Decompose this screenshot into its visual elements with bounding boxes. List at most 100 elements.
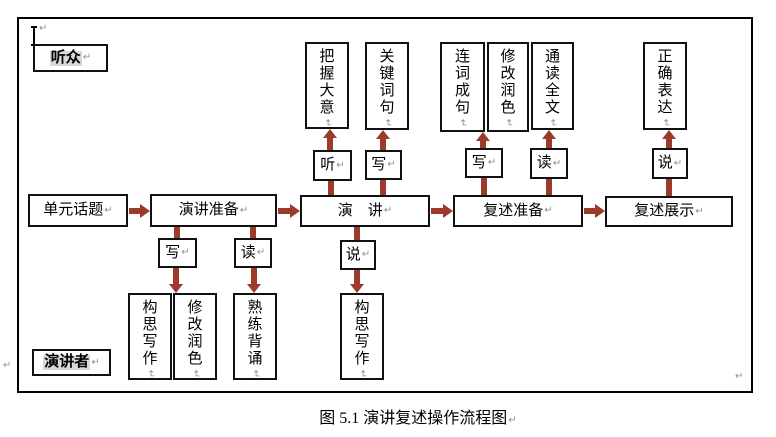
paragraph-mark-icon: ↵ bbox=[39, 23, 48, 34]
flow-arrow-up bbox=[542, 130, 556, 148]
node-speak-speech[interactable]: 说↵ bbox=[340, 240, 376, 270]
node-label: 把握大意 bbox=[319, 49, 335, 116]
node-recite[interactable]: 熟练背诵 ↵ bbox=[233, 293, 277, 380]
paragraph-mark-icon: ↵ bbox=[239, 204, 249, 216]
node-label: 熟练背诵 bbox=[247, 300, 263, 367]
node-write-listener[interactable]: 写↵ bbox=[365, 150, 402, 180]
node-label: 连词成句 bbox=[454, 49, 470, 116]
node-label: 构思写作 bbox=[142, 300, 158, 367]
paragraph-mark-icon: ↵ bbox=[82, 52, 92, 63]
node-speech-prep[interactable]: 演讲准备↵ bbox=[150, 194, 277, 227]
node-retell-prep[interactable]: 复述准备↵ bbox=[453, 195, 583, 227]
figure-caption: 图 5.1 演讲复述操作流程图↵ bbox=[60, 404, 776, 428]
paragraph-mark-icon: ↵ bbox=[457, 118, 469, 128]
paragraph-mark-icon: ↵ bbox=[387, 159, 396, 170]
node-write-prep[interactable]: 写↵ bbox=[158, 238, 197, 268]
connector-stub bbox=[481, 178, 487, 195]
node-conceive-writing-speech[interactable]: 构思写作 ↵ bbox=[340, 293, 384, 380]
paragraph-mark-icon: ↵ bbox=[547, 118, 559, 128]
node-listen[interactable]: 听↵ bbox=[313, 150, 352, 181]
node-label: 复述准备 bbox=[483, 202, 544, 219]
node-label: 复述展示 bbox=[634, 203, 695, 219]
node-grasp-main-idea[interactable]: 把握大意 ↵ bbox=[305, 42, 349, 129]
connector-stub bbox=[380, 180, 386, 195]
connector-stub bbox=[666, 179, 672, 196]
paragraph-mark-icon: ↵ bbox=[659, 118, 671, 128]
connector-stub bbox=[354, 227, 360, 240]
node-label: 关键词句 bbox=[379, 49, 395, 116]
node-label: 单元话题 bbox=[43, 202, 104, 218]
paragraph-mark-icon: ↵ bbox=[356, 369, 368, 379]
flow-arrow-down bbox=[247, 268, 261, 293]
node-speaker[interactable]: 演讲者↵ bbox=[32, 349, 111, 376]
node-label: 听 bbox=[320, 157, 336, 173]
flow-arrow-up bbox=[323, 129, 337, 150]
node-label: 读 bbox=[536, 155, 552, 171]
node-label: 写 bbox=[165, 244, 181, 261]
paragraph-mark-icon: ↵ bbox=[502, 118, 514, 128]
node-audience[interactable]: 听众↵ bbox=[33, 44, 108, 72]
node-speak-retell[interactable]: 说↵ bbox=[652, 148, 688, 179]
paragraph-mark-icon: ↵ bbox=[381, 118, 393, 128]
figure-caption-text: 图 5.1 演讲复述操作流程图 bbox=[319, 410, 508, 427]
node-unit-topic[interactable]: 单元话题↵ bbox=[28, 194, 128, 227]
paragraph-mark-icon: ↵ bbox=[91, 356, 100, 368]
node-retell-show[interactable]: 复述展示↵ bbox=[605, 196, 733, 227]
node-label: 写 bbox=[471, 154, 487, 171]
node-label: 读 bbox=[240, 244, 256, 261]
flow-arrow-right bbox=[278, 204, 300, 218]
node-label: 演讲准备 bbox=[178, 202, 239, 218]
paragraph-mark-icon: ↵ bbox=[552, 157, 562, 169]
text-cursor-icon bbox=[30, 26, 38, 46]
paragraph-mark-icon: ↵ bbox=[104, 204, 113, 216]
flow-arrow-up bbox=[376, 130, 390, 150]
paragraph-mark-icon: ↵ bbox=[189, 369, 201, 379]
node-label: 演 讲 bbox=[337, 202, 383, 219]
paragraph-mark-icon: ↵ bbox=[383, 205, 393, 216]
paragraph-mark-icon: ↵ bbox=[144, 369, 156, 379]
paragraph-mark-icon: ↵ bbox=[544, 205, 553, 216]
paragraph-mark-icon: ↵ bbox=[508, 415, 517, 426]
node-label: 说 bbox=[345, 246, 361, 263]
connector-stub bbox=[328, 181, 334, 195]
node-read-retell[interactable]: 读↵ bbox=[530, 148, 568, 179]
paragraph-mark-icon: ↵ bbox=[673, 157, 683, 169]
node-read-through[interactable]: 通读全文 ↵ bbox=[531, 42, 574, 130]
paragraph-mark-icon: ↵ bbox=[3, 360, 12, 371]
connector-stub bbox=[546, 179, 552, 195]
node-label: 说 bbox=[657, 155, 673, 171]
paragraph-mark-icon: ↵ bbox=[181, 247, 190, 258]
paragraph-mark-icon: ↵ bbox=[336, 159, 345, 171]
paragraph-mark-icon: ↵ bbox=[249, 369, 261, 379]
flow-arrow-right bbox=[584, 204, 605, 218]
flow-arrow-down bbox=[350, 270, 364, 293]
node-write-retell[interactable]: 写↵ bbox=[465, 148, 503, 178]
node-correct-expression[interactable]: 正确表达 ↵ bbox=[643, 42, 687, 130]
node-speech[interactable]: 演 讲↵ bbox=[300, 195, 430, 227]
paragraph-mark-icon: ↵ bbox=[487, 157, 497, 168]
node-label: 正确表达 bbox=[657, 49, 673, 116]
flow-arrow-down bbox=[169, 268, 183, 293]
node-label: 修改润色 bbox=[500, 49, 516, 116]
paragraph-mark-icon: ↵ bbox=[321, 118, 333, 128]
node-label: 修改润色 bbox=[187, 300, 203, 367]
flow-arrow-up bbox=[662, 130, 676, 148]
node-label: 通读全文 bbox=[544, 49, 560, 116]
node-connect-words[interactable]: 连词成句 ↵ bbox=[440, 42, 485, 132]
connector-stub bbox=[174, 227, 180, 238]
paragraph-mark-icon: ↵ bbox=[256, 247, 266, 258]
node-key-words[interactable]: 关键词句 ↵ bbox=[365, 42, 409, 130]
paragraph-mark-icon: ↵ bbox=[735, 371, 744, 382]
node-label: 构思写作 bbox=[354, 300, 370, 367]
connector-stub bbox=[250, 227, 256, 238]
node-read-prep[interactable]: 读↵ bbox=[234, 238, 272, 268]
node-revise-polish-bottom[interactable]: 修改润色 ↵ bbox=[173, 293, 217, 380]
flow-arrow-right bbox=[129, 204, 150, 218]
paragraph-mark-icon: ↵ bbox=[361, 249, 371, 260]
node-conceive-writing[interactable]: 构思写作 ↵ bbox=[128, 293, 172, 380]
flow-arrow-up bbox=[476, 132, 490, 148]
node-label: 听众 bbox=[49, 49, 82, 66]
paragraph-mark-icon: ↵ bbox=[695, 205, 704, 217]
node-revise-polish-top[interactable]: 修改润色 ↵ bbox=[487, 42, 529, 132]
